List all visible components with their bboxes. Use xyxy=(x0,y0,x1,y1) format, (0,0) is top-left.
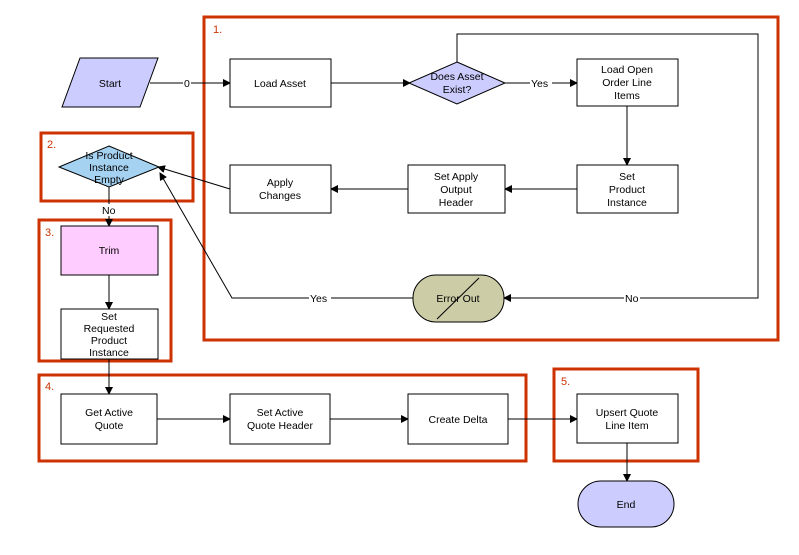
set-apply-output-label-3: Header xyxy=(439,197,474,209)
load-open-order-label-2: Order Line xyxy=(602,77,652,89)
load-asset-label: Load Asset xyxy=(254,78,306,90)
set-apply-output-label-1: Set Apply xyxy=(434,171,479,183)
does-asset-exist-label-2: Exist? xyxy=(443,84,472,96)
does-asset-exist-decision[interactable] xyxy=(407,61,507,105)
load-open-order-step[interactable] xyxy=(576,58,679,107)
apply-changes-step[interactable] xyxy=(229,164,332,214)
set-product-instance-label-1: Set xyxy=(619,171,635,183)
create-delta-step[interactable] xyxy=(407,393,509,445)
load-asset-step[interactable] xyxy=(229,58,332,108)
set-requested-label-1: Set xyxy=(101,311,117,323)
set-apply-output-label-2: Output xyxy=(440,184,472,196)
trim-step[interactable] xyxy=(60,225,159,276)
apply-changes-label-1: Apply xyxy=(267,177,294,189)
is-product-empty-label-2: Instance xyxy=(89,162,129,174)
group-number-4: 4. xyxy=(45,381,54,393)
group-frame-1 xyxy=(202,15,780,342)
start-label: Start xyxy=(99,78,121,90)
get-active-quote-label-1: Get Active xyxy=(85,407,133,419)
set-product-instance-label-2: Product xyxy=(609,184,645,196)
edge-label-asset-no: No xyxy=(625,293,639,305)
edge-apply-isempty xyxy=(157,165,231,190)
group-number-1: 1. xyxy=(213,24,222,36)
group-number-2: 2. xyxy=(47,139,56,151)
trim-label: Trim xyxy=(99,245,120,257)
set-product-instance-label-3: Instance xyxy=(607,197,647,209)
is-product-instance-empty-decision[interactable] xyxy=(57,145,161,188)
end-label: End xyxy=(617,499,636,511)
edge-error-isempty xyxy=(159,172,413,299)
load-open-order-label-3: Items xyxy=(614,90,640,102)
group-number-3: 3. xyxy=(45,227,54,239)
apply-changes-label-2: Changes xyxy=(259,190,301,202)
is-product-empty-label-1: Is Product xyxy=(85,150,132,162)
set-requested-product-instance-step[interactable] xyxy=(60,308,159,360)
edge-decision-error xyxy=(456,33,759,302)
set-requested-label-2: Requested xyxy=(84,323,135,335)
load-open-order-label-1: Load Open xyxy=(601,64,653,76)
set-requested-label-3: Product xyxy=(91,335,127,347)
get-active-quote-step[interactable] xyxy=(60,393,158,445)
start-node[interactable] xyxy=(61,57,159,108)
edge-label-empty-no: No xyxy=(102,205,116,217)
set-active-quote-header-label-2: Quote Header xyxy=(247,420,313,432)
is-product-empty-label-3: Empty xyxy=(94,174,125,186)
upsert-quote-label-1: Upsert Quote xyxy=(596,407,659,419)
does-asset-exist-label-1: Does Asset xyxy=(430,71,483,83)
edge-label-empty-yes: Yes xyxy=(310,293,327,305)
edge-label-asset-yes: Yes xyxy=(531,78,548,90)
get-active-quote-label-2: Quote xyxy=(95,420,124,432)
set-requested-label-4: Instance xyxy=(89,347,129,359)
error-out-slash xyxy=(436,277,480,320)
group-frame-4 xyxy=(37,373,528,463)
group-frame-5 xyxy=(552,367,700,463)
set-active-quote-header-step[interactable] xyxy=(229,393,331,445)
group-frame-2 xyxy=(39,131,195,203)
end-node[interactable] xyxy=(577,480,675,528)
upsert-quote-label-2: Line Item xyxy=(605,420,648,432)
group-number-5: 5. xyxy=(561,376,570,388)
set-active-quote-header-label-1: Set Active xyxy=(257,407,304,419)
error-out-label: Error Out xyxy=(436,293,479,305)
set-product-instance-step[interactable] xyxy=(576,164,679,214)
set-apply-output-header-step[interactable] xyxy=(407,164,506,214)
upsert-quote-line-item-step[interactable] xyxy=(576,393,679,444)
create-delta-label: Create Delta xyxy=(429,414,488,426)
edge-label-start: 0 xyxy=(184,78,190,90)
